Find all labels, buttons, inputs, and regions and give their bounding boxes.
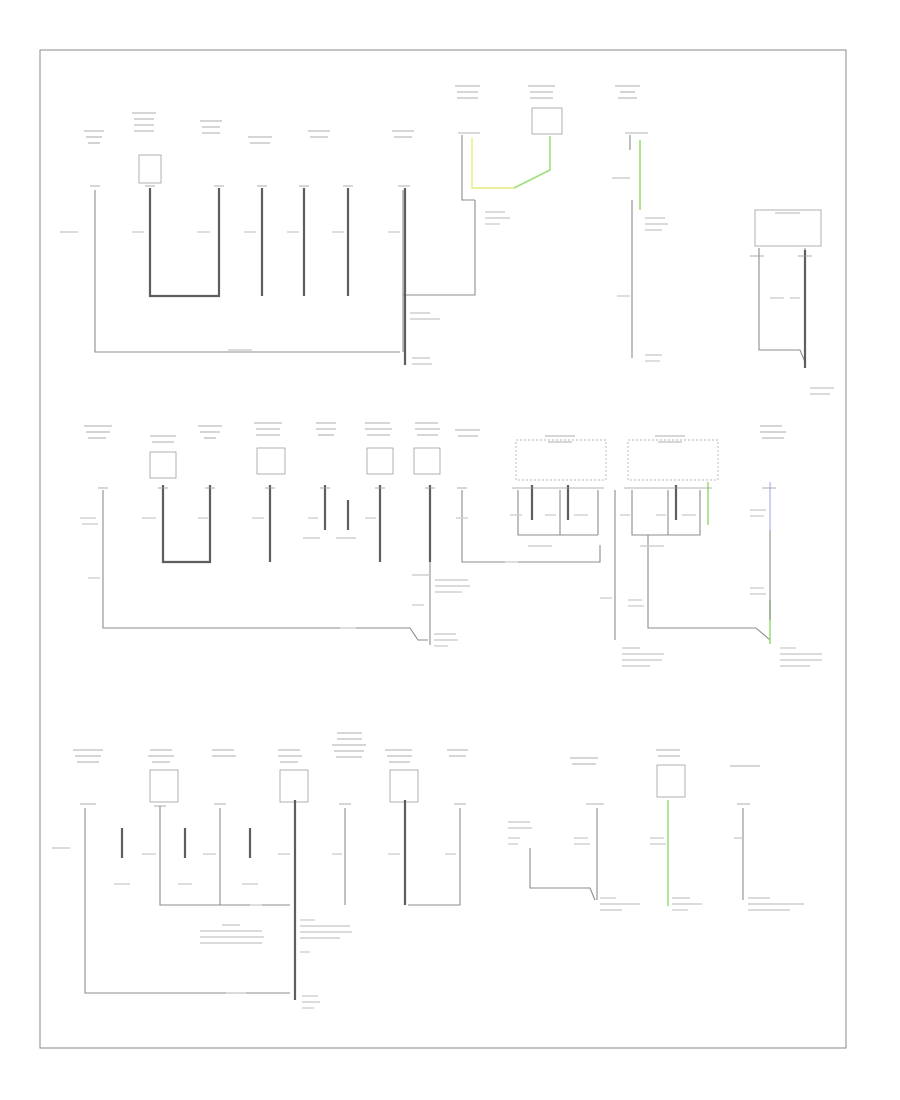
dashed-module	[627, 439, 719, 481]
component-box	[413, 447, 441, 475]
component-box	[279, 769, 309, 803]
row2-label-marks	[84, 422, 786, 443]
component-box	[138, 154, 162, 184]
row-2-circuits	[80, 422, 822, 667]
row1-label-marks	[84, 85, 640, 144]
component-box	[754, 209, 822, 247]
row3-label-marks	[73, 732, 760, 767]
component-box	[256, 447, 286, 475]
dashed-module	[515, 439, 607, 481]
component-box	[656, 764, 686, 798]
component-box	[366, 447, 394, 475]
component-box	[389, 769, 419, 803]
component-box	[149, 769, 179, 803]
row-1-circuits	[60, 85, 834, 395]
component-box	[531, 107, 563, 135]
diagram-frame	[39, 49, 847, 1049]
component-box	[149, 451, 177, 479]
row-3-circuits	[52, 732, 804, 1009]
